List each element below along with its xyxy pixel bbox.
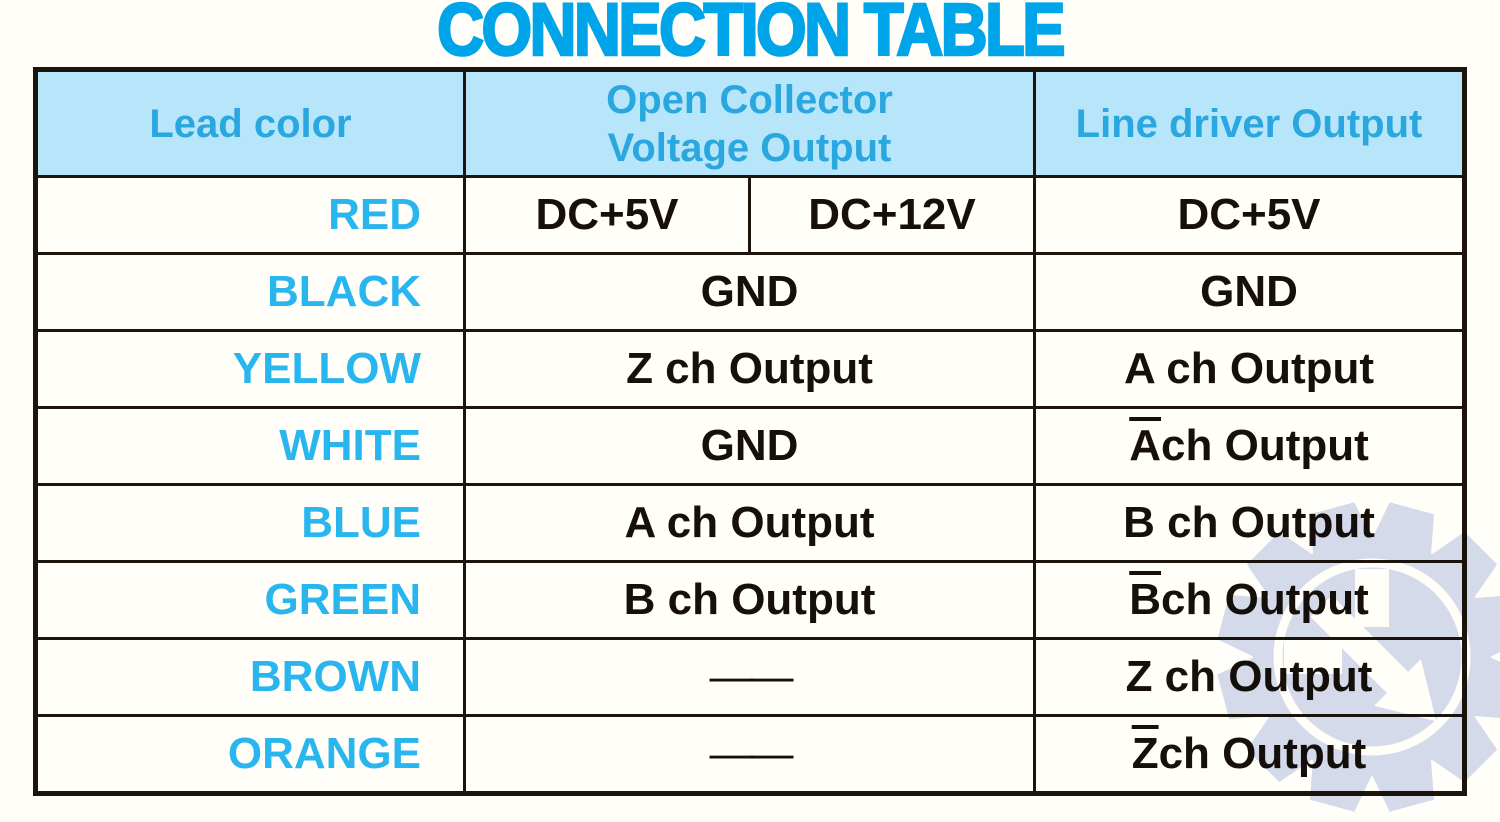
lead-cell-yellow: YELLOW <box>38 332 463 406</box>
lead-cell-green: GREEN <box>38 563 463 637</box>
value: ch Output <box>1161 421 1369 470</box>
header-open-collector-line1: Open Collector <box>606 77 893 122</box>
header-lead-color-label: Lead color <box>149 101 352 146</box>
oc-cell-brown: —— <box>466 640 1033 714</box>
empty-dash: —— <box>709 652 794 701</box>
value: GND <box>1200 267 1298 316</box>
lead-cell-blue: BLUE <box>38 486 463 560</box>
lead-cell-orange: ORANGE <box>38 717 463 791</box>
value: DC+12V <box>808 190 976 239</box>
ld-cell-red: DC+5V <box>1036 178 1462 252</box>
value: B ch Output <box>1123 498 1375 547</box>
value: ch Output <box>1161 575 1369 624</box>
lead-label: BLACK <box>267 267 421 316</box>
lead-label: BLUE <box>301 498 421 547</box>
value: A ch Output <box>624 498 875 547</box>
oc-12v-cell-red: DC+12V <box>751 178 1033 252</box>
lead-label: GREEN <box>264 575 421 624</box>
ld-cell-green: B ch Output <box>1036 563 1462 637</box>
lead-label: RED <box>328 190 421 239</box>
connection-table: Lead color Open Collector Voltage Output… <box>33 67 1467 796</box>
lead-cell-brown: BROWN <box>38 640 463 714</box>
lead-label: YELLOW <box>232 344 421 393</box>
oc-5v-cell-red: DC+5V <box>466 178 748 252</box>
value-overbar: A <box>1129 421 1162 470</box>
lead-cell-white: WHITE <box>38 409 463 483</box>
value-overbar: B <box>1129 575 1162 624</box>
oc-cell-blue: A ch Output <box>466 486 1033 560</box>
lead-cell-black: BLACK <box>38 255 463 329</box>
header-open-collector: Open Collector Voltage Output <box>466 72 1033 175</box>
value: A ch Output <box>1123 344 1375 393</box>
empty-dash: —— <box>709 729 794 778</box>
ld-cell-white: A ch Output <box>1036 409 1462 483</box>
ld-cell-black: GND <box>1036 255 1462 329</box>
header-line-driver-label: Line driver Output <box>1075 101 1423 146</box>
header-line-driver: Line driver Output <box>1036 72 1462 175</box>
oc-cell-yellow: Z ch Output <box>466 332 1033 406</box>
oc-cell-orange: —— <box>466 717 1033 791</box>
oc-cell-white: GND <box>466 409 1033 483</box>
page-title: CONNECTION TABLE <box>436 0 1067 71</box>
lead-label: WHITE <box>279 421 421 470</box>
ld-cell-orange: Z ch Output <box>1036 717 1462 791</box>
value: Z ch Output <box>1125 652 1373 701</box>
lead-cell-red: RED <box>38 178 463 252</box>
value-overbar: Z <box>1131 729 1159 778</box>
oc-cell-green: B ch Output <box>466 563 1033 637</box>
ld-cell-brown: Z ch Output <box>1036 640 1462 714</box>
value: DC+5V <box>535 190 679 239</box>
header-lead-color: Lead color <box>38 72 463 175</box>
oc-cell-black: GND <box>466 255 1033 329</box>
value: ch Output <box>1158 729 1367 778</box>
lead-label: ORANGE <box>227 729 421 778</box>
value: Z ch Output <box>626 344 873 393</box>
value: GND <box>700 267 799 316</box>
ld-cell-blue: B ch Output <box>1036 486 1462 560</box>
value: GND <box>700 421 799 470</box>
lead-label: BROWN <box>249 652 421 701</box>
ld-cell-yellow: A ch Output <box>1036 332 1462 406</box>
value: DC+5V <box>1177 190 1321 239</box>
header-open-collector-line2: Voltage Output <box>607 125 892 170</box>
value: B ch Output <box>623 575 876 624</box>
